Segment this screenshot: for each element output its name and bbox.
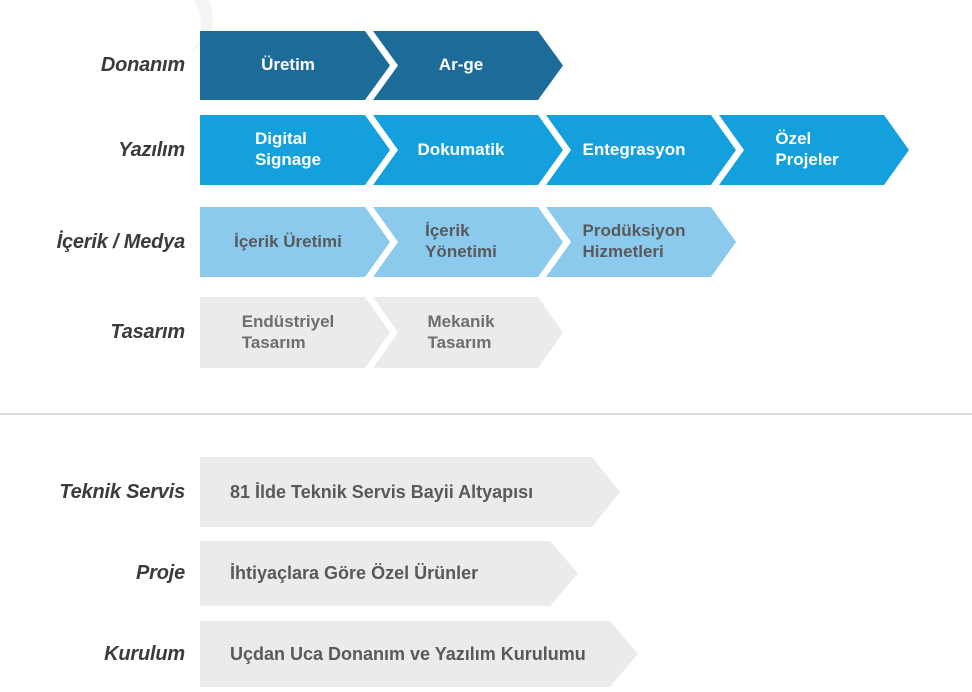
chevron-track: Üretim Ar-ge [200, 31, 563, 100]
chevron-segment-icerik-uretimi: İçerik Üretimi [200, 207, 390, 277]
chevron-segment-ozel-projeler: Özel Projeler [719, 115, 909, 185]
chevron-track: Endüstriyel Tasarım Mekanik Tasarım [200, 297, 563, 368]
row-label-icerik-medya: İçerik / Medya [56, 230, 186, 253]
segment-label: Endüstriyel Tasarım [241, 311, 335, 352]
service-arrow-proje: İhtiyaçlara Göre Özel Ürünler [200, 541, 578, 606]
chevron-track: Digital Signage Dokumatik Entegrasyon Öz… [200, 115, 909, 185]
chevron-segment-entegrasyon: Entegrasyon [546, 115, 736, 185]
row-label-donanim: Donanım [100, 54, 185, 76]
chevron-segment-endustriyel-tasarim: Endüstriyel Tasarım [200, 297, 390, 368]
row-proje: Proje İhtiyaçlara Göre Özel Ürünler [0, 541, 972, 606]
row-yazilim: Yazılım Digital Signage Dokumatik Entegr… [0, 115, 972, 185]
row-icerik-medya: İçerik / Medya İçerik Üretimi İçerik Yön… [0, 207, 972, 277]
chevron-segment-produksiyon-hizmetleri: Prodüksiyon Hizmetleri [546, 207, 736, 277]
chevron-segment-icerik-yonetimi: İçerik Yönetimi [373, 207, 563, 277]
row-tasarim: Tasarım Endüstriyel Tasarım Mekanik Tasa… [0, 297, 972, 368]
segment-label: Digital Signage [254, 129, 322, 169]
row-label-teknik-servis: Teknik Servis [59, 480, 185, 503]
service-arrow-kurulum: Uçdan Uca Donanım ve Yazılım Kurulumu [200, 621, 638, 687]
service-arrow-label: İhtiyaçlara Göre Özel Ürünler [230, 563, 479, 583]
segment-label: Dokumatik [417, 139, 505, 159]
chevron-track: İçerik Üretimi İçerik Yönetimi Prodüksiy… [200, 207, 736, 277]
row-donanim: Donanım Üretim Ar-ge [0, 31, 972, 100]
segment-label: İçerik Üretimi [234, 231, 342, 251]
service-arrow-teknik-servis: 81 İlde Teknik Servis Bayii Altyapısı [200, 457, 620, 527]
chevron-segment-digital-signage: Digital Signage [200, 115, 390, 185]
segment-label: Ar-ge [438, 55, 484, 75]
section-divider [0, 413, 972, 415]
row-kurulum: Kurulum Uçdan Uca Donanım ve Yazılım Kur… [0, 621, 972, 687]
segment-label: Entegrasyon [582, 139, 686, 159]
segment-label: İçerik Yönetimi [425, 221, 497, 261]
segment-label: Özel Projeler [775, 129, 839, 169]
row-label-yazilim: Yazılım [118, 138, 185, 161]
row-label-tasarim: Tasarım [110, 321, 185, 343]
segment-label: Prodüksiyon Hizmetleri [582, 221, 686, 261]
chevron-segment-dokumatik: Dokumatik [373, 115, 563, 185]
row-teknik-servis: Teknik Servis 81 İlde Teknik Servis Bayi… [0, 457, 972, 527]
chevron-segment-mekanik-tasarim: Mekanik Tasarım [373, 297, 563, 368]
service-arrow-label: Uçdan Uca Donanım ve Yazılım Kurulumu [230, 643, 586, 664]
segment-label: Mekanik Tasarım [427, 311, 495, 352]
segment-label: Üretim [261, 55, 315, 75]
chevron-segment-arge: Ar-ge [373, 31, 563, 100]
chevron-segment-uretim: Üretim [200, 31, 390, 100]
service-arrow-label: 81 İlde Teknik Servis Bayii Altyapısı [230, 481, 534, 502]
row-label-kurulum: Kurulum [104, 642, 185, 665]
row-label-proje: Proje [135, 562, 185, 584]
